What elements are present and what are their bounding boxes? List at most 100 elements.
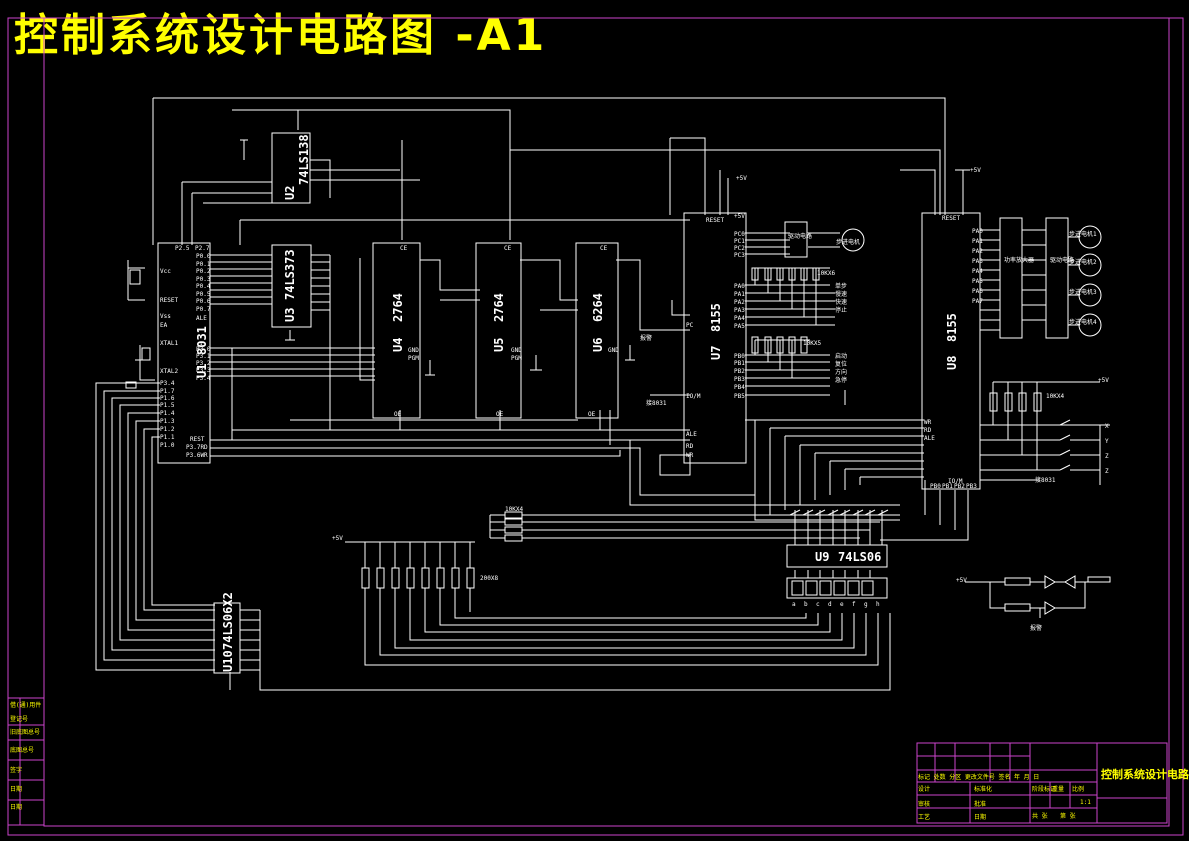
u7-ale: ALE xyxy=(686,431,697,438)
motor-4-label: 步进电机4 xyxy=(1069,318,1097,326)
u6-ref: U6 xyxy=(591,338,605,352)
left-panel-0: 借(通)用件 xyxy=(10,701,41,709)
u2-ref: U2 xyxy=(283,186,297,200)
u8-pa7: PA7 xyxy=(972,298,983,305)
title-block-name: 控制系统设计电路图 xyxy=(1101,767,1189,781)
u7-right-2: 快速 xyxy=(835,298,847,306)
u6-part: 6264 xyxy=(591,293,605,322)
u7-reset: RESET xyxy=(706,217,724,224)
u1-p00: P0.0 xyxy=(196,253,211,260)
u8-reset: RESET xyxy=(942,215,960,222)
u10-ref: U10 xyxy=(221,650,235,672)
u7-motor-label: 步进电机 xyxy=(836,238,860,246)
u4-oe: OE xyxy=(394,411,402,418)
u7-part: 8155 xyxy=(709,303,723,332)
u1-p30: P3.0 xyxy=(196,346,211,353)
tb-right-2: 比例 xyxy=(1072,785,1084,793)
chip-u10 xyxy=(213,602,241,674)
driver-box-u8-a xyxy=(999,217,1023,339)
u8-pb1: PB1 xyxy=(942,483,953,490)
motor-circle-u7 xyxy=(841,228,865,252)
u1-vcc: Vcc xyxy=(160,268,171,275)
u1-p06: P0.6 xyxy=(196,298,211,305)
u7-pc2: PC2 xyxy=(734,245,745,252)
tb-row-1: 设计 xyxy=(918,785,930,793)
seg-g: g xyxy=(864,601,868,608)
u7-pc1: PC1 xyxy=(734,238,745,245)
chip-u7 xyxy=(683,212,747,464)
u7-pb4: PB4 xyxy=(734,384,745,391)
tb-mid-2: 日期 xyxy=(974,813,986,821)
u9-ref: U9 xyxy=(815,550,829,564)
u6-gnd: GND xyxy=(608,347,619,354)
u1-p16: P1.6 xyxy=(160,395,175,402)
u5-ref: U5 xyxy=(492,338,506,352)
driver-box-u8-b xyxy=(1045,217,1069,339)
u1-p17: P1.7 xyxy=(160,388,175,395)
tb-right-1: 重量 xyxy=(1052,785,1064,793)
u1-ea: EA xyxy=(160,322,168,329)
motor-3-label: 步进电机3 xyxy=(1069,288,1097,296)
u7-pb2: PB2 xyxy=(734,368,745,375)
u7-pa0: PA0 xyxy=(734,283,745,290)
u8-pb3: PB3 xyxy=(966,483,977,490)
u7-alarm: 报警 xyxy=(640,334,652,342)
u7-right-0: 单步 xyxy=(835,282,847,290)
u7-pc3: PC3 xyxy=(734,252,745,259)
title-block-frame xyxy=(916,742,1168,824)
u1-ref: U1 xyxy=(195,364,209,378)
u7-pa2: PA2 xyxy=(734,299,745,306)
switch-z1: Z xyxy=(1105,453,1109,460)
tb-right-0: 阶段标记 xyxy=(1032,785,1056,793)
left-panel-1: 登记号 xyxy=(10,715,28,723)
motor-circle-4 xyxy=(1078,313,1102,337)
u1-p27: P2.7 xyxy=(195,245,210,252)
seg-a: a xyxy=(792,601,796,608)
seg-c: c xyxy=(816,601,820,608)
switch-z2: Z xyxy=(1105,468,1109,475)
tb-row-0: 标记 处数 分区 更改文件号 签名 年 月 日 xyxy=(918,773,1039,781)
u6-ce: CE xyxy=(600,245,608,252)
u1-part: 8031 xyxy=(195,326,209,355)
motor-2-label: 步进电机2 xyxy=(1069,258,1097,266)
tb-right-3: 1:1 xyxy=(1080,799,1091,806)
u1-p04: P0.4 xyxy=(196,283,211,290)
u2-part: 74LS138 xyxy=(297,134,311,185)
u8-wr: WR xyxy=(924,419,932,426)
u1-wr: P3.6WR xyxy=(186,452,208,459)
chip-u5 xyxy=(475,242,522,419)
u1-p32: P3.2 xyxy=(196,360,211,367)
u8-pb0: PB0 xyxy=(930,483,941,490)
bottom-vcc: +5V xyxy=(332,535,343,542)
res-10kx4-label: 10KX4 xyxy=(1046,393,1064,400)
u7-pc: PC xyxy=(686,322,694,329)
u8-pa0: PA0 xyxy=(972,228,983,235)
u8-rd: RD xyxy=(924,427,932,434)
u1-p12: P1.2 xyxy=(160,426,175,433)
u7-right-4: 启动 xyxy=(835,352,847,360)
chip-u4 xyxy=(372,242,421,419)
diode-vcc: +5V xyxy=(956,577,967,584)
u1-p13: P1.3 xyxy=(160,418,175,425)
u8-vcc: +5V xyxy=(1098,377,1109,384)
u1-rest: REST xyxy=(190,436,205,443)
switch-x: X xyxy=(1105,423,1109,430)
u8-pa3: PA3 xyxy=(972,258,983,265)
diode-alarm: 报警 xyxy=(1030,624,1042,632)
u4-part: 2764 xyxy=(391,293,405,322)
u7-to-8031: 接8031 xyxy=(646,399,667,407)
u7-pb0: PB0 xyxy=(734,353,745,360)
motor-1-label: 步进电机1 xyxy=(1069,230,1097,238)
u7-pa1: PA1 xyxy=(734,291,745,298)
left-panel-5: 日期 xyxy=(10,785,22,793)
u8-pa4: PA4 xyxy=(972,268,983,275)
motor-circle-2 xyxy=(1078,253,1102,277)
u8-pa6: PA6 xyxy=(972,288,983,295)
u7-pc0: PC0 xyxy=(734,231,745,238)
switch-y: Y xyxy=(1105,438,1109,445)
u1-p14: P1.4 xyxy=(160,410,175,417)
seg-d: d xyxy=(828,601,832,608)
u7-rd: RD xyxy=(686,443,694,450)
u8-ref: U8 xyxy=(945,356,959,370)
